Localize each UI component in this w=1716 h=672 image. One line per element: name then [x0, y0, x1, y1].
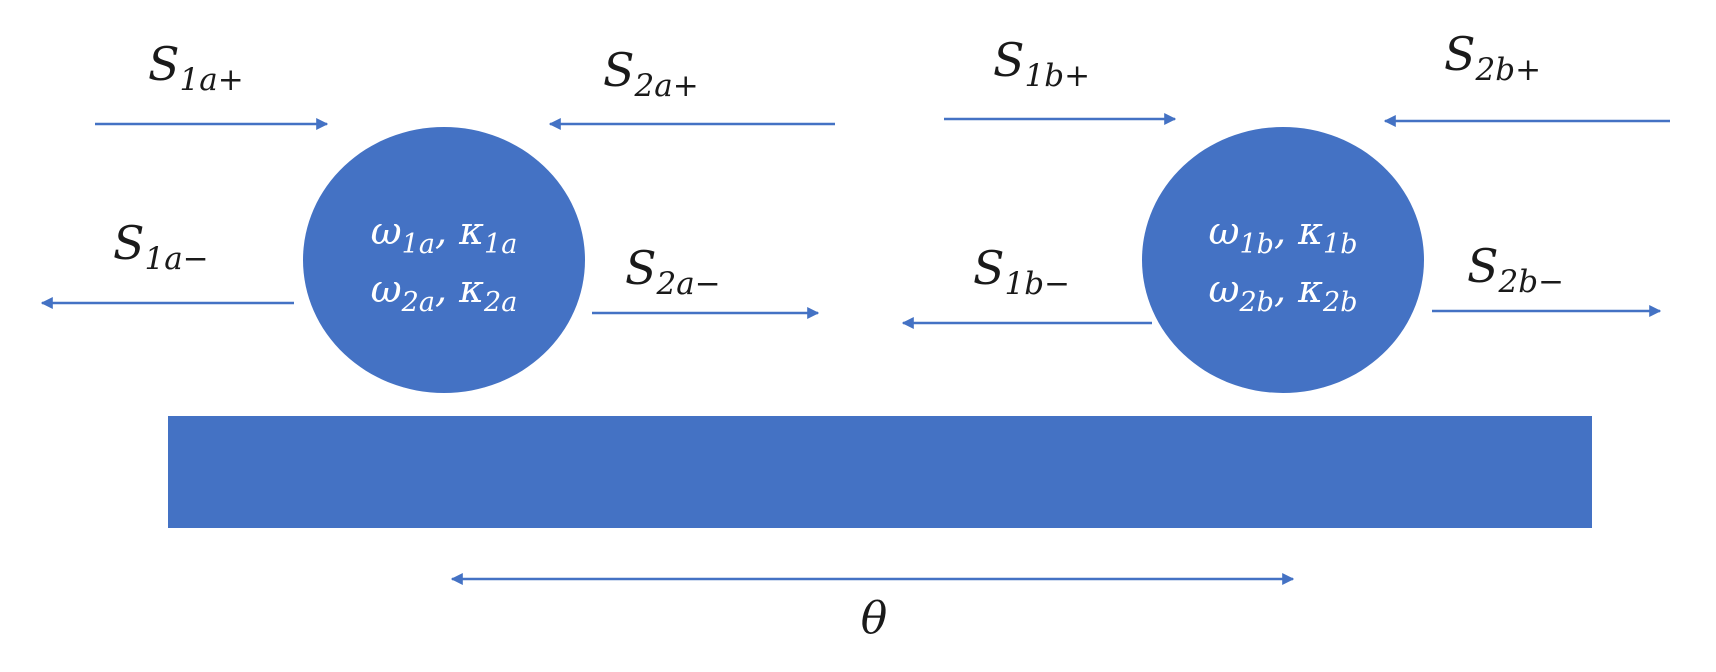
label-s2a-minus: S2a−	[625, 241, 721, 302]
label-s2a-plus: S2a+	[603, 43, 699, 104]
resonator-a-line1: ω1a, κ1a	[371, 209, 518, 260]
resonator-a	[303, 127, 585, 393]
label-s1b-minus: S1b−	[973, 241, 1070, 302]
resonator-b-line1: ω1b, κ1b	[1208, 209, 1357, 260]
label-s1b-plus: S1b+	[993, 33, 1090, 94]
label-s1a-plus: S1a+	[148, 37, 244, 98]
label-s2b-plus: S2b+	[1444, 27, 1541, 88]
label-s2b-minus: S2b−	[1467, 239, 1564, 300]
resonator-a-line2: ω2a, κ2a	[371, 267, 518, 318]
label-s1a-minus: S1a−	[113, 216, 209, 277]
waveguide-bar	[168, 416, 1592, 528]
resonator-b	[1142, 127, 1424, 393]
resonator-b-line2: ω2b, κ2b	[1208, 267, 1357, 318]
theta-label: θ	[861, 593, 888, 644]
